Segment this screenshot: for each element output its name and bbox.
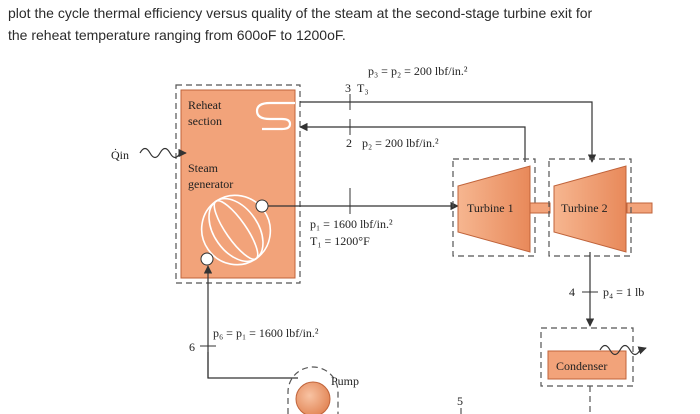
line-state-3 <box>300 101 597 163</box>
line-state-2 <box>299 122 526 162</box>
state-3-pressure: p₃ = p₂ = 200 lbf/in.² <box>368 64 468 78</box>
shaft-segment-1 <box>529 202 551 214</box>
problem-statement-line-2: the reheat temperature ranging from 600o… <box>8 27 346 43</box>
condenser-label: Condenser <box>556 359 607 373</box>
turbine-2-label: Turbine 2 <box>561 201 608 215</box>
turbine-1-label: Turbine 1 <box>467 201 514 215</box>
turbine-1-body <box>457 165 531 253</box>
boiler-outline <box>175 84 301 284</box>
steam-generator-body <box>180 89 296 279</box>
reheat-section-label-2: section <box>188 114 222 128</box>
problem-statement-line-1: plot the cycle thermal efficiency versus… <box>8 5 593 21</box>
state-1-node <box>255 199 269 213</box>
pump-label: Pump <box>331 374 359 388</box>
pump-body <box>295 381 331 414</box>
problem-statement: plot the cycle thermal efficiency versus… <box>8 2 692 46</box>
reheat-coil <box>255 101 295 131</box>
state-6-node <box>200 252 214 266</box>
steam-generator-label-1: Steam <box>188 161 219 175</box>
shaft-segment-2 <box>626 202 653 214</box>
steam-generator-label-2: generator <box>188 177 233 191</box>
state-2-pressure: p₂ = 200 lbf/in.² <box>362 136 439 150</box>
state-6-pressure: p₆ = p₁ = 1600 lbf/in.² <box>213 326 319 340</box>
line-pump-outlet <box>207 352 298 379</box>
state-6-number: 6 <box>189 340 195 354</box>
turbine-2-body <box>553 165 627 253</box>
condenser-body <box>547 350 627 380</box>
state-1-pressure: p₁ = 1600 lbf/in.² <box>310 217 393 231</box>
heat-input-wavy-arrow <box>139 147 187 159</box>
state-4-number: 4 <box>569 285 575 299</box>
pump-outline-dashed <box>287 366 339 414</box>
reheat-section-label-1: Reheat <box>188 98 222 112</box>
state-3-temperature: T₃ <box>357 81 369 95</box>
state-5-number: 5 <box>457 394 463 408</box>
state-4-pressure: p₄ = 1 lb <box>603 285 644 299</box>
state-1-temperature: T₁ = 1200°F <box>310 234 370 248</box>
condenser-outline <box>540 327 634 387</box>
state-3-number: 3 <box>345 81 351 95</box>
heat-input-label: Q̇in <box>111 148 129 162</box>
condenser-heat-out-wavy-arrow <box>599 344 647 356</box>
state-2-number: 2 <box>346 136 352 150</box>
steam-generator-coils <box>200 194 272 266</box>
